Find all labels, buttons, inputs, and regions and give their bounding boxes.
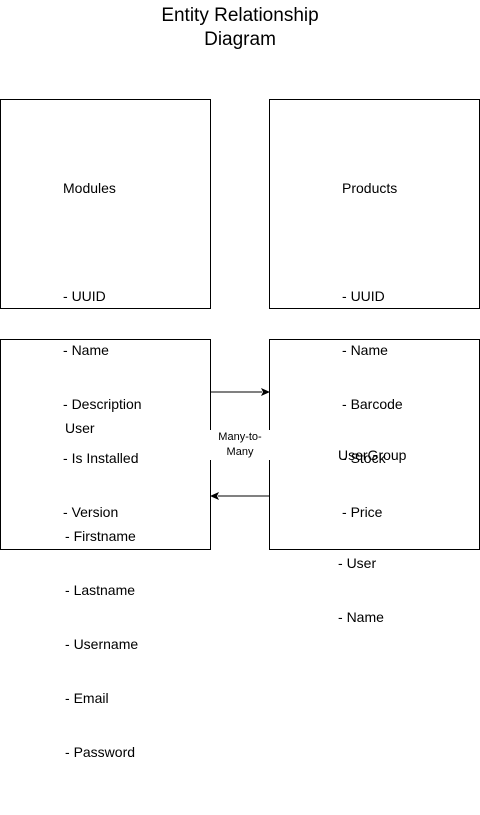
attribute-user-lastname: Lastname <box>65 581 138 599</box>
attribute-user-username: Username <box>65 635 139 653</box>
attribute-modules-is-installed: Is Installed <box>63 449 142 467</box>
attribute-modules-uuid: UUID <box>63 287 142 305</box>
entity-box-modules <box>0 99 211 309</box>
attribute-usergroup-name: Name <box>338 608 406 626</box>
relationship-label-line-1: Many-to- <box>218 431 262 443</box>
entity-products: Products UUID Name Barcode Stock Price <box>342 143 403 575</box>
attribute-user-firstname: Firstname <box>65 527 138 545</box>
attribute-usergroup-user: User <box>338 554 406 572</box>
entity-name-user: User <box>65 420 95 436</box>
title-line-2: Diagram <box>204 29 276 50</box>
attribute-modules-name: Name <box>63 341 142 359</box>
entity-modules: Modules UUID Name Description Is Install… <box>63 143 142 575</box>
attribute-products-barcode: Barcode <box>342 395 403 413</box>
attribute-products-price: Price <box>342 503 403 521</box>
relationship-label: Many-to- Many <box>205 430 275 460</box>
attribute-modules-version: Version <box>63 503 142 521</box>
title-line-1: Entity Relationship <box>161 5 319 26</box>
arrow-user-to-usergroup <box>211 388 270 396</box>
attribute-list-products: UUID Name Barcode Stock Price <box>342 251 403 557</box>
attribute-user-email: Email <box>65 689 138 707</box>
attribute-products-stock: Stock <box>342 449 403 467</box>
diagram-title: Entity Relationship Diagram <box>0 4 480 52</box>
attribute-products-name: Name <box>342 341 403 359</box>
entity-name-products: Products <box>342 180 398 196</box>
relationship-label-line-2: Many <box>226 446 254 458</box>
arrow-usergroup-to-user <box>210 492 269 500</box>
relationship-connectors <box>210 388 270 500</box>
entity-name-usergroup: UserGroup <box>338 447 407 463</box>
attribute-list-modules: UUID Name Description Is Installed Versi… <box>63 251 142 557</box>
attribute-modules-description: Description <box>63 395 142 413</box>
attribute-products-uuid: UUID <box>342 287 403 305</box>
entity-name-modules: Modules <box>63 180 116 196</box>
attribute-user-password: Password <box>65 743 138 761</box>
